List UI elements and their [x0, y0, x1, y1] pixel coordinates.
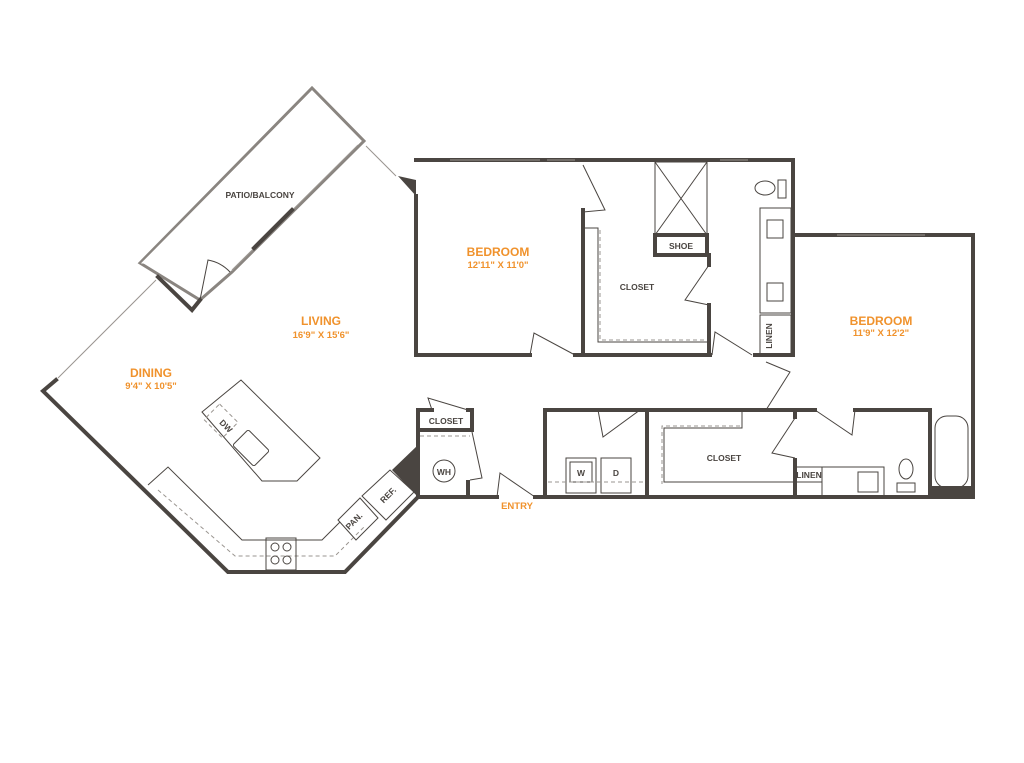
entry-door [496, 472, 536, 498]
shoe-closet-label: SHOE [669, 241, 693, 251]
bedroom-2-label: BEDROOM [850, 314, 913, 328]
dryer-label: D [613, 468, 619, 478]
closet-label: CLOSET [707, 453, 742, 463]
toilet-icon [898, 458, 914, 480]
pantry [337, 497, 379, 541]
entry-closets: CLOSET WH ENTRY [416, 397, 536, 512]
dining-label: DINING [130, 366, 172, 380]
patio-label: PATIO/BALCONY [225, 190, 294, 200]
bedroom-2-size: 11'9" X 12'2" [853, 328, 909, 339]
sink-icon [857, 471, 879, 493]
living-walls [40, 144, 499, 574]
living-size: 16'9" X 15'6" [293, 330, 350, 341]
toilet-icon [754, 180, 776, 196]
bedroom-2-walls [533, 233, 975, 499]
range-icon [265, 537, 297, 571]
washer-label: W [577, 468, 586, 478]
lower-rooms: W D CLOSET LINEN [543, 408, 916, 499]
water-heater-label: WH [437, 467, 451, 477]
bedroom-1-size: 12'11" X 11'0" [467, 260, 528, 271]
sink-icon [766, 282, 784, 302]
kitchen-island: DW [201, 379, 321, 482]
living-label: LIVING [301, 314, 341, 328]
patio-door [199, 259, 231, 301]
bathtub-icon [934, 415, 969, 489]
patio-balcony [137, 85, 367, 302]
closet-label: CLOSET [620, 282, 655, 292]
window [57, 279, 157, 379]
bedroom-1-label: BEDROOM [467, 245, 530, 259]
refrigerator-label: REF. [378, 485, 398, 505]
entry-label: ENTRY [501, 501, 534, 512]
closet-label: CLOSET [429, 416, 464, 426]
pantry-label: PAN. [344, 511, 365, 532]
sink-icon [766, 219, 784, 239]
linen-label: LINEN [796, 470, 822, 480]
kitchen-counter: PAN. REF. [147, 445, 418, 571]
sink-icon [232, 429, 270, 467]
bedroom-1-walls: SHOE CLOSET LINEN [414, 158, 795, 357]
window [231, 144, 359, 271]
dining-size: 9'4" X 10'5" [125, 381, 177, 392]
window [365, 145, 397, 177]
linen-label: LINEN [764, 323, 774, 349]
